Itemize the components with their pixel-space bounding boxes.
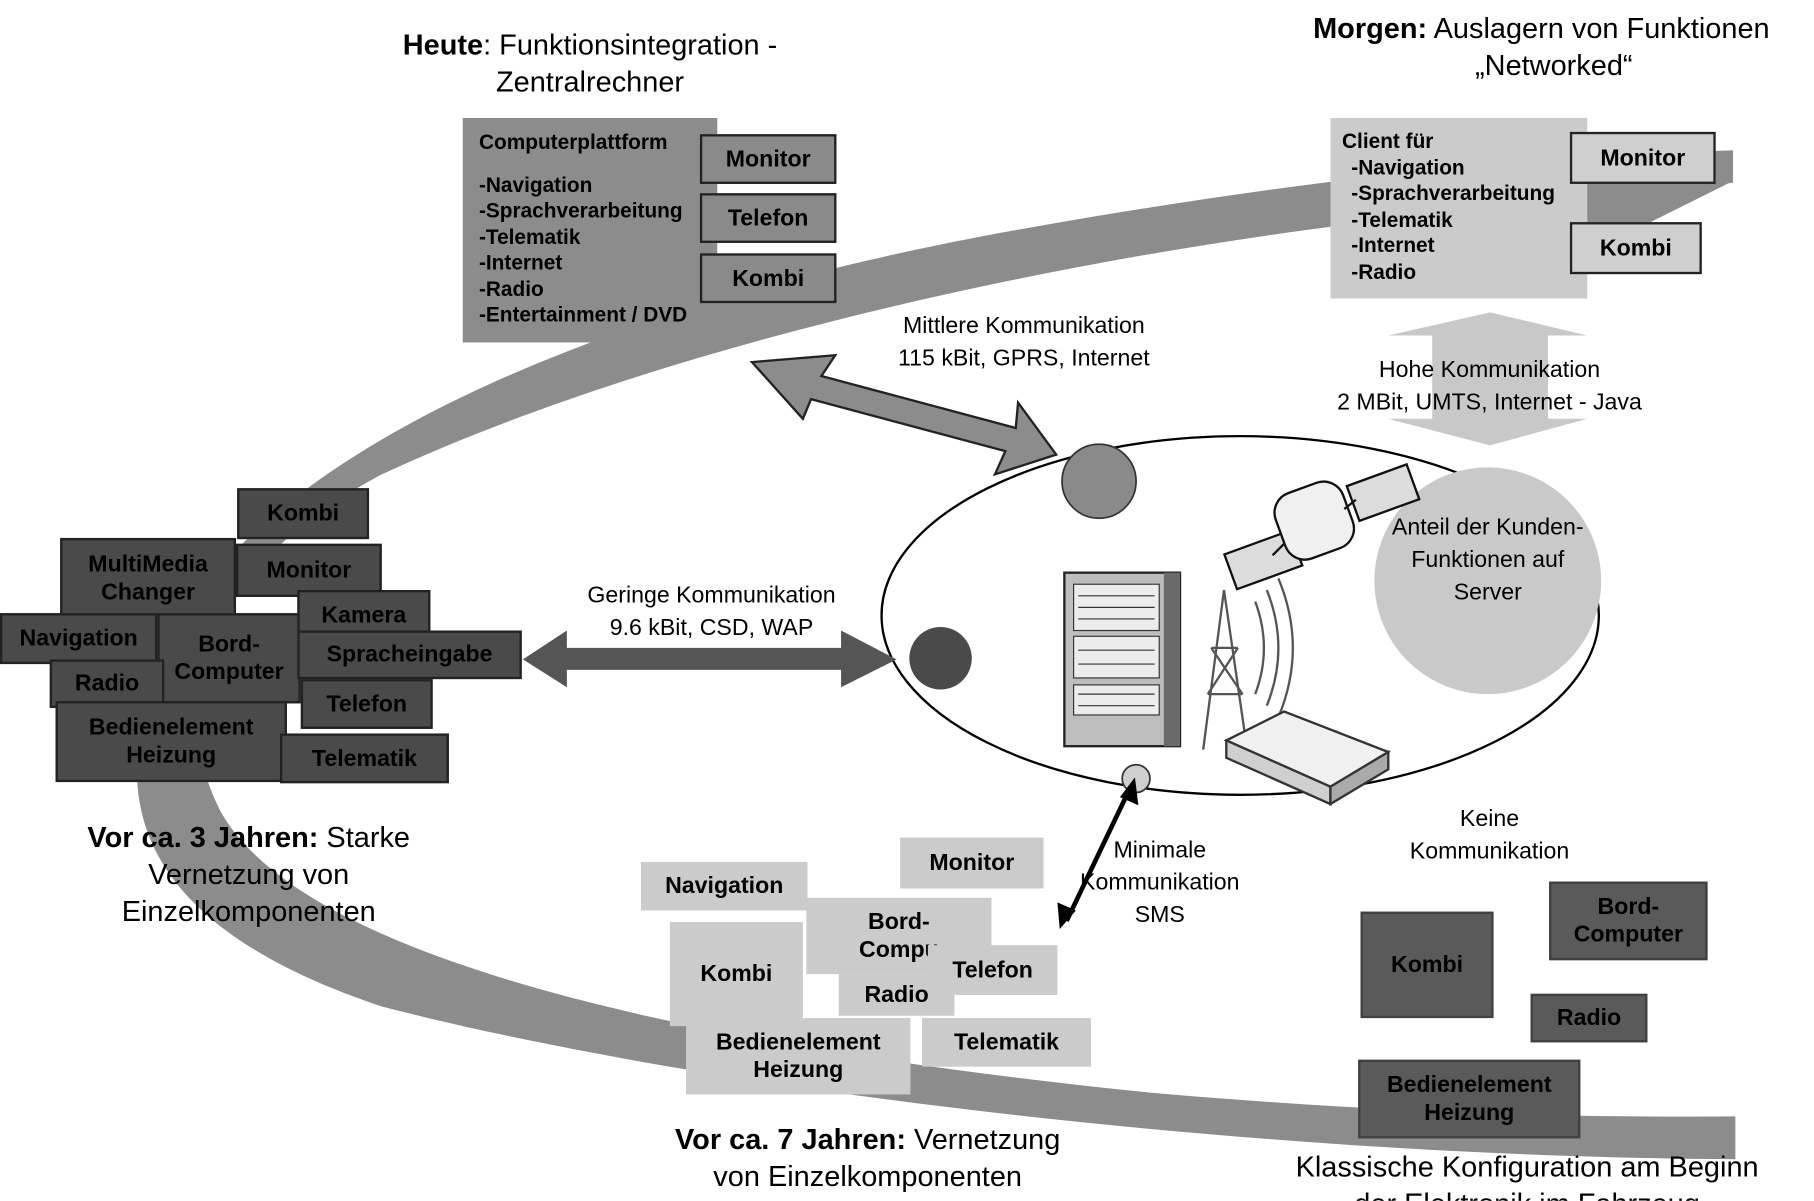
vor3-telematik-box: Telematik [279, 733, 449, 784]
heute-telefon-box: Telefon [699, 193, 837, 243]
caption-vor3: Vor ca. 3 Jahren: Starke Vernetzung von … [87, 821, 411, 928]
vor3-telefon-box: Telefon [300, 679, 433, 729]
caption-klassisch: Klassische Konfiguration am Beginn der E… [1295, 1151, 1759, 1201]
caption-vor7: Vor ca. 7 Jahren: Vernetzung von Einzelk… [675, 1123, 1061, 1193]
heute-computerplattform-panel: Computerplattform -Navigation -Sprachver… [462, 118, 718, 343]
klassisch-bord-computer-box: Bord- Computer [1549, 881, 1708, 961]
vor7-kombi-box: Kombi [669, 922, 803, 1027]
morgen-monitor-box: Monitor [1569, 131, 1716, 184]
list-item: -Telematik [1351, 207, 1453, 231]
server-rack-icon [1063, 571, 1182, 748]
vor3-bord-computer-box: Bord- Computer [157, 613, 301, 704]
vor3-monitor-box: Monitor [236, 543, 382, 597]
hohe-arrow [1388, 312, 1588, 446]
evolution-band [136, 150, 1736, 1160]
minimale-arrow-head-bottom [1057, 902, 1076, 929]
node-circle-top [1061, 443, 1137, 520]
vor3-multimedia-box: MultiMedia Changer [60, 537, 237, 619]
vor7-bedienelement-box: Bedienelement Heizung [686, 1018, 911, 1095]
heute-kombi-box: Kombi [699, 253, 837, 304]
vor7-telematik-box: Telematik [922, 1018, 1091, 1067]
heute-monitor-box: Monitor [699, 134, 837, 184]
server-share-circle [1374, 467, 1602, 695]
list-item: -Navigation [478, 172, 593, 197]
list-item: -Navigation [1351, 155, 1465, 179]
modem-icon [1223, 710, 1391, 807]
geringe-arrow [522, 630, 897, 688]
vor3-navigation-box: Navigation [0, 613, 158, 665]
klassisch-radio-box: Radio [1530, 993, 1648, 1043]
vor7-monitor-box: Monitor [900, 837, 1044, 889]
node-circle-left [909, 627, 972, 690]
klassisch-bedienelement-box: Bedienelement Heizung [1358, 1059, 1581, 1139]
list-item: -Radio [1351, 259, 1417, 283]
list-item: -Sprachverarbeitung [478, 198, 683, 223]
panel-title: Computerplattform [478, 130, 668, 154]
list-item: -Internet [478, 251, 563, 275]
minimale-arrow-head-top [1119, 777, 1139, 806]
vor3-spracheingabe-box: Spracheingabe [297, 630, 522, 680]
list-item: -Entertainment / DVD [478, 303, 688, 327]
morgen-kombi-box: Kombi [1569, 222, 1702, 275]
panel-title: Client für [1342, 129, 1434, 153]
caption-heute: Heute: Funktionsintegration - Zentralrec… [402, 28, 778, 99]
list-item: -Telematik [478, 225, 581, 249]
server-share-label: Anteil der Kunden-Funktionen auf Server [1391, 514, 1584, 606]
caption-morgen: Morgen: Auslagern von Funktionen „Networ… [1313, 12, 1770, 83]
mittlere-arrow [749, 353, 1059, 477]
list-item: -Radio [478, 277, 544, 301]
vor3-radio-box: Radio [49, 659, 165, 709]
vor3-kombi-box: Kombi [237, 488, 370, 540]
antenna-tower-icon [1202, 578, 1294, 750]
vor3-bedienelement-box: Bedienelement Heizung [55, 701, 287, 783]
klassisch-kombi-box: Kombi [1360, 911, 1494, 1019]
list-item: -Internet [1351, 233, 1435, 257]
morgen-client-panel: Client für -Navigation -Sprachverarbeitu… [1330, 118, 1588, 299]
list-item: -Sprachverarbeitung [1351, 181, 1555, 205]
satellite-icon [1222, 462, 1421, 591]
minimale-arrow-line [1064, 791, 1131, 922]
vor7-navigation-box: Navigation [640, 861, 808, 911]
vor7-radio-box: Radio [838, 974, 955, 1016]
